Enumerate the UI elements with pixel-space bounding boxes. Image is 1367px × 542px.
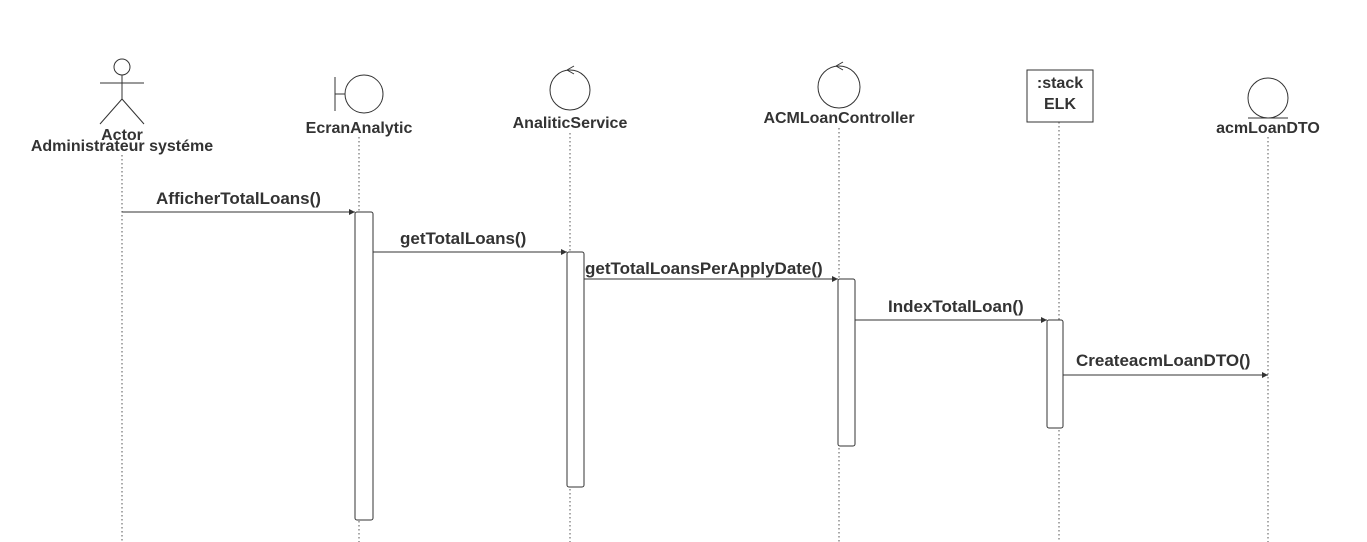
participant-elk-label: :stack xyxy=(1037,75,1083,92)
participant-actor-role: Administrateur systéme xyxy=(31,138,213,155)
message-label: AfficherTotalLoans() xyxy=(156,189,321,208)
control-icon xyxy=(817,61,861,109)
control-icon xyxy=(549,65,591,111)
participant-service-label: AnaliticService xyxy=(513,115,628,132)
actor-icon xyxy=(99,58,145,125)
message-arrow xyxy=(1063,372,1268,378)
activation-bar xyxy=(837,278,856,447)
participant-ecran-label: EcranAnalytic xyxy=(306,120,413,137)
boundary-icon xyxy=(334,74,384,114)
entity-icon xyxy=(1247,77,1289,119)
participant-elk-box xyxy=(1026,69,1094,123)
message-arrow xyxy=(373,249,567,255)
participant-dto-label: acmLoanDTO xyxy=(1216,120,1320,137)
activation-bar xyxy=(566,251,585,488)
participant-controller-label: ACMLoanController xyxy=(763,110,914,127)
participant-actor-label: Actor xyxy=(101,127,143,144)
participant-elk-label-2: ELK xyxy=(1044,96,1076,113)
message-label: CreateacmLoanDTO() xyxy=(1076,351,1250,370)
message-label: IndexTotalLoan() xyxy=(888,297,1024,316)
message-label: getTotalLoansPerApplyDate() xyxy=(585,259,823,278)
activation-bar xyxy=(354,211,374,521)
message-arrow xyxy=(122,209,355,215)
activation-bar xyxy=(1046,319,1064,429)
message-arrow xyxy=(584,276,838,282)
message-arrow xyxy=(855,317,1047,323)
message-label: getTotalLoans() xyxy=(400,229,526,248)
